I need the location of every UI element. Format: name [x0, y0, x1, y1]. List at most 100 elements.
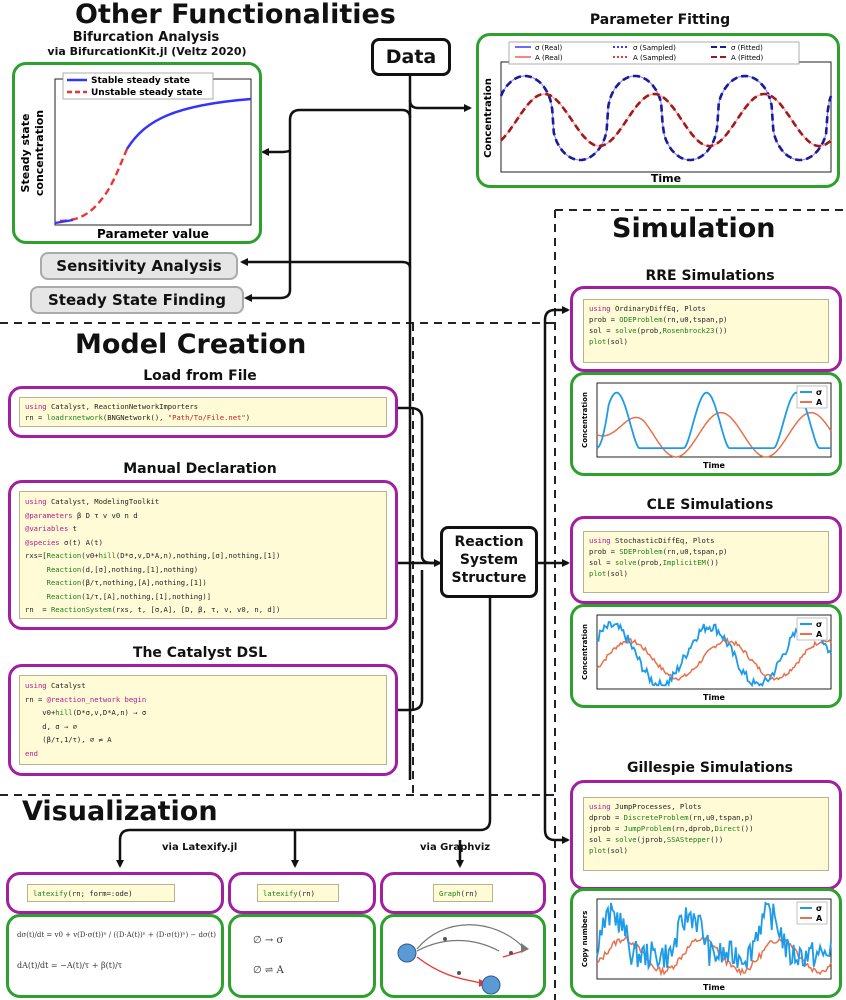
code-token: solve	[614, 558, 637, 567]
code-token: @parameters	[25, 510, 77, 520]
viz-eq1b: dA(t)/dt = −A(t)/τ + β(t)/τ	[17, 961, 123, 970]
code-token: Reaction	[46, 591, 82, 601]
code-token: using	[25, 402, 51, 411]
fitting-ylabel: Concentration	[483, 78, 494, 158]
steady-state-box: Steady State Finding	[30, 286, 244, 314]
sensitivity-analysis-box: Sensitivity Analysis	[40, 252, 238, 280]
reaction-graph	[397, 924, 529, 995]
code-line: rxs=[Reaction(v0+hill(D*σ,v,D*A,n),nothi…	[25, 549, 381, 563]
code-token	[25, 592, 47, 601]
code-line: @variables t	[25, 522, 381, 536]
rre-title: RRE Simulations	[645, 268, 775, 284]
rs-line1: Reaction	[454, 534, 524, 550]
viz-graph-panel	[380, 914, 546, 998]
code-token: solve	[614, 326, 637, 335]
legend-sigma-label: σ	[816, 904, 822, 913]
a-series-line	[596, 636, 832, 681]
code-line: Reaction(d,[σ],nothing,[1],nothing)	[25, 563, 381, 577]
code-token: sol =	[589, 835, 615, 844]
code-token: @reaction_network begin	[46, 694, 147, 704]
a-series-line	[596, 411, 832, 458]
legend-sigma-label: σ	[816, 620, 822, 629]
code-token: end	[25, 748, 38, 758]
code-line: using Catalyst	[25, 679, 381, 693]
code-line: rn = ReactionSystem(rxs, t, [σ,A], [D, β…	[25, 603, 381, 617]
viz-code3-panel: Graph(rn)	[380, 872, 546, 914]
load-title: Load from File	[143, 368, 257, 384]
code-token: using	[25, 497, 51, 506]
code-token: v0+	[25, 708, 56, 717]
fitting-panel: σ (Real)A (Real)σ (Sampled)A (Sampled)σ …	[476, 33, 840, 188]
code-line: Graph(rn)	[439, 888, 487, 899]
code-token: rn =	[25, 605, 51, 614]
legend-a-label: A	[816, 914, 823, 923]
code-token: JumpProblem	[623, 824, 672, 833]
data-box: Data	[371, 38, 451, 76]
legend-sigma-label: σ	[816, 388, 822, 397]
plot-ylabel: Concentration	[581, 392, 589, 448]
code-token: DiscreteProblem	[623, 813, 689, 822]
code-line: prob = ODEProblem(rn,u0,tspan,p)	[589, 314, 823, 325]
code-token: Rosenbrock23	[662, 326, 715, 335]
dsl-title: The Catalyst DSL	[132, 645, 268, 661]
legend-unstable: Unstable steady state	[91, 88, 203, 98]
section-title-simulation: Simulation	[612, 213, 776, 244]
code-token: ())	[714, 326, 728, 335]
stable-curve-upper	[125, 97, 252, 150]
code-line: d, σ → ∅	[25, 720, 381, 734]
code-token: Graph	[439, 889, 461, 898]
code-token: latexify	[263, 889, 298, 898]
code-token: using	[589, 536, 615, 545]
dashed-dividers	[0, 209, 846, 1000]
code-token: Reaction	[46, 564, 82, 574]
code-token: )	[245, 413, 251, 422]
code-token: (β/τ,1/τ), ∅ ⇌ A	[25, 735, 112, 744]
code-token: @variables	[25, 524, 73, 533]
code-line: Reaction(β/τ,nothing,[A],nothing,[1])	[25, 576, 381, 590]
bifurcation-panel: Stable steady state Unstable steady stat…	[12, 62, 262, 244]
code-token: dprob =	[589, 813, 624, 822]
code-token: ())	[710, 835, 724, 844]
code-line: plot(sol)	[589, 336, 823, 347]
code-token: @species	[25, 537, 64, 547]
code-line: @parameters β D τ v v0 n d	[25, 509, 381, 523]
sensitivity-label: Sensitivity Analysis	[56, 257, 222, 275]
fit-legend-label: σ (Fitted)	[731, 44, 763, 52]
stable-curve-lower	[54, 218, 74, 225]
code-token: ())	[705, 558, 719, 567]
plot-legend	[796, 617, 828, 641]
plot-xlabel: Time	[703, 693, 726, 702]
fitting-xlabel: Time	[651, 172, 681, 185]
plot-xlabel: Time	[703, 983, 726, 992]
code-token: using	[589, 802, 615, 811]
sigma-fitted-line	[499, 74, 833, 162]
code-line: dprob = DiscreteProblem(rn,u0,tspan,p)	[589, 812, 823, 823]
code-line: @species σ(t) A(t)	[25, 536, 381, 550]
section-title-visualization: Visualization	[22, 796, 218, 827]
code-token: ReactionSystem	[50, 605, 112, 614]
fit-legend-label: A (Fitted)	[731, 54, 763, 62]
reaction-system-box: Reaction System Structure	[440, 526, 538, 598]
via-graphviz-label: via Graphviz	[420, 842, 491, 853]
code-token: OrdinaryDiffEq, Plots	[614, 304, 706, 313]
manual-panel: using Catalyst, ModelingToolkit@paramete…	[8, 480, 398, 630]
code-token: (D*σ,v,D*A,n) → σ	[72, 708, 147, 717]
fit-legend-label: σ (Real)	[535, 44, 562, 52]
plot-frame	[596, 382, 832, 458]
code-token: ())	[740, 824, 754, 833]
code-line: plot(sol)	[589, 568, 823, 579]
code-token: prob =	[589, 315, 620, 324]
viz-code3: Graph(rn)	[433, 884, 493, 902]
fitting-chart: σ (Real)A (Real)σ (Sampled)A (Sampled)σ …	[483, 41, 833, 185]
code-token: (jprob,	[636, 835, 667, 844]
legend-stable: Stable steady state	[91, 76, 190, 86]
ylabel-line2: concentration	[33, 110, 46, 196]
code-token: "Path/To/File.net"	[167, 413, 246, 422]
